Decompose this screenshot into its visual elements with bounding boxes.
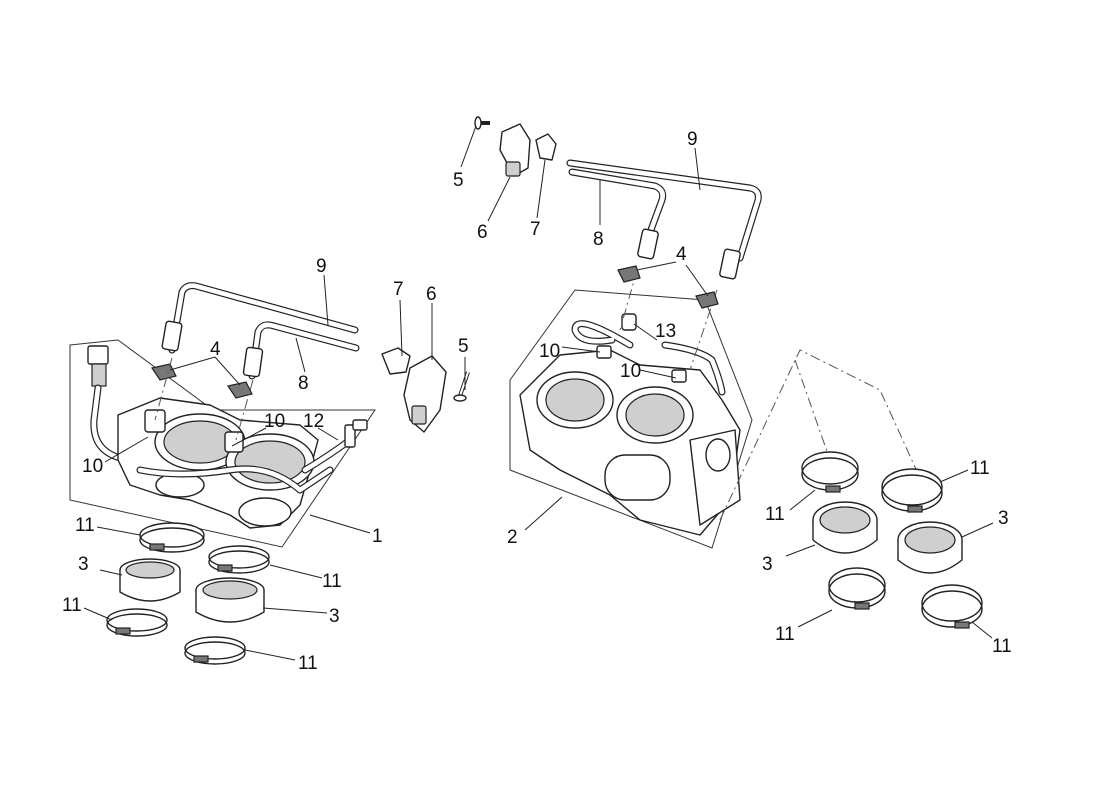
left-clamp-3	[106, 608, 168, 637]
callout-1: 1	[372, 526, 383, 547]
callout-11: 11	[970, 458, 990, 479]
callout-10: 10	[620, 361, 641, 382]
right-hose-clip-2	[695, 291, 719, 309]
callout-11: 11	[322, 571, 342, 592]
callout-3: 3	[329, 606, 340, 627]
callout-6: 6	[477, 222, 488, 243]
right-screw	[474, 116, 490, 130]
callout-7: 7	[530, 219, 541, 240]
callout-5: 5	[453, 170, 464, 191]
left-sensor-connector	[87, 345, 124, 462]
callout-4: 4	[676, 244, 687, 265]
right-clamp-4	[921, 584, 983, 629]
left-hose-clips	[151, 363, 253, 399]
left-clamp-4	[184, 636, 246, 665]
left-sleeve-2	[195, 577, 265, 623]
left-sleeve-1	[119, 558, 181, 602]
right-clamp-1	[801, 451, 859, 493]
left-map-sensor-group	[381, 347, 470, 433]
right-sleeve-1	[812, 501, 878, 554]
callout-3: 3	[78, 554, 89, 575]
callout-11: 11	[75, 515, 95, 536]
right-sensor-bracket	[535, 133, 557, 161]
callout-10: 10	[264, 411, 285, 432]
left-clamps-and-sleeves	[106, 522, 270, 665]
callout-3: 3	[762, 554, 773, 575]
callout-11: 11	[992, 636, 1012, 657]
callout-8: 8	[593, 229, 604, 250]
callout-11: 11	[62, 595, 82, 616]
right-vacuum-tube	[566, 159, 762, 309]
callout-11: 11	[765, 504, 785, 525]
left-screw	[453, 371, 470, 402]
right-map-sensor-group	[474, 116, 557, 177]
callout-3: 3	[998, 508, 1009, 529]
right-throttle-motor	[604, 454, 671, 501]
callout-4: 4	[210, 339, 221, 360]
left-throttle-body	[117, 397, 368, 529]
callout-2: 2	[507, 527, 518, 548]
callout-5: 5	[458, 336, 469, 357]
callout-10: 10	[539, 341, 560, 362]
callout-9: 9	[316, 256, 327, 277]
right-clamp-2	[881, 468, 943, 513]
right-clamp-3	[828, 567, 886, 610]
callout-6: 6	[426, 284, 437, 305]
right-hose-clip-1	[617, 265, 641, 283]
callout-8: 8	[298, 373, 309, 394]
left-vacuum-tube	[161, 282, 360, 380]
right-assembly-frame	[509, 289, 753, 549]
callout-12: 12	[303, 411, 324, 432]
callout-7: 7	[393, 279, 404, 300]
callout-labels: 1 2 3 3 3 3 4 4 5 5 6 6 7 7 8 8 9 9 10 1…	[62, 129, 1012, 674]
callout-13: 13	[655, 321, 676, 342]
right-throttle-body-assembly	[509, 269, 753, 549]
left-clamp-1	[139, 522, 205, 553]
callout-9: 9	[687, 129, 698, 150]
right-sleeve-2	[897, 521, 963, 574]
left-sensor-bracket	[381, 347, 411, 375]
callout-11: 11	[298, 653, 318, 674]
callout-10: 10	[82, 456, 103, 477]
right-clamps-and-sleeves	[719, 349, 983, 629]
left-assembly-frame	[69, 339, 376, 548]
left-throttle-body-assembly	[69, 282, 376, 548]
leader-lines	[83, 125, 994, 661]
callout-11: 11	[775, 624, 795, 645]
left-clamp-2	[208, 545, 270, 574]
